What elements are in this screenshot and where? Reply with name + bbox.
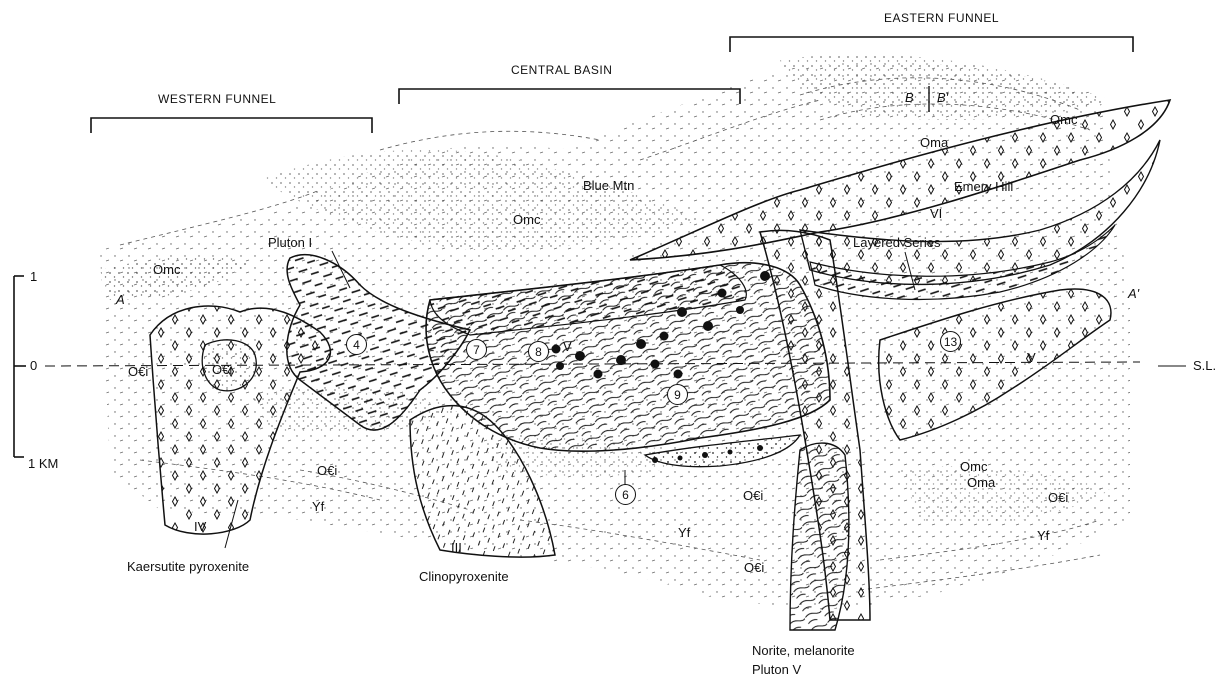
header-eastern-funnel: EASTERN FUNNEL: [884, 12, 999, 24]
locality-marker-8: 8: [528, 341, 549, 362]
unit-oei-6: O€i: [1048, 491, 1068, 504]
scale-bottom-label: 1 KM: [28, 457, 58, 470]
clinopyroxenite-label: Clinopyroxenite: [419, 570, 509, 583]
scale-top-label: 1: [30, 270, 37, 283]
bracket-eastern: [730, 37, 1133, 52]
pluton-numeral-v-right: V: [1027, 351, 1036, 364]
unit-omc-east-low: Omc: [960, 460, 987, 473]
unit-oei-3: O€i: [317, 464, 337, 477]
layered-series-label: Layered Series: [853, 236, 940, 249]
pluton-numeral-iv: IV: [194, 520, 206, 533]
vertical-scale-bar: [14, 276, 26, 457]
pluton-numeral-v-center: V: [563, 340, 572, 353]
unit-oei-2: O€i: [212, 363, 232, 376]
section-b-label: B: [905, 91, 914, 104]
locality-marker-4: 4: [346, 334, 367, 355]
section-b-prime-label: B': [937, 91, 948, 104]
unit-yf-1: Yf: [312, 500, 324, 513]
blue-mtn-label: Blue Mtn: [583, 179, 634, 192]
section-a-prime-label: A': [1128, 287, 1139, 300]
unit-oma-low: Oma: [967, 476, 995, 489]
unit-oma-top: Oma: [920, 136, 948, 149]
bracket-western: [91, 118, 372, 133]
locality-marker-7: 7: [466, 339, 487, 360]
kaersutite-label: Kaersutite pyroxenite: [127, 560, 249, 573]
locality-marker-9: 9: [667, 384, 688, 405]
unit-omc-east-top: Omc: [1050, 113, 1077, 126]
unit-oei-1: O€i: [128, 365, 148, 378]
sea-level-label: S.L.: [1193, 359, 1216, 372]
pluton-numeral-iii: III: [451, 541, 462, 554]
pluton-i-label: Pluton I: [268, 236, 312, 249]
unit-omc-west: Omc: [153, 263, 180, 276]
unit-oei-5: O€i: [744, 561, 764, 574]
pluton-v-label: Pluton V: [752, 663, 801, 676]
unit-yf-3: Yf: [1037, 529, 1049, 542]
section-a-label: A: [116, 293, 125, 306]
pluton-v-lower: [790, 443, 849, 630]
scale-zero-label: 0: [30, 359, 37, 372]
pluton-numeral-vi: VI: [930, 207, 942, 220]
unit-oei-4: O€i: [743, 489, 763, 502]
header-western-funnel: WESTERN FUNNEL: [158, 93, 276, 105]
norite-label: Norite, melanorite: [752, 644, 855, 657]
unit-yf-2: Yf: [678, 526, 690, 539]
locality-marker-13: 13: [940, 331, 961, 352]
unit-omc-blue: Omc: [513, 213, 540, 226]
emery-hill-label: Emery Hill: [954, 180, 1013, 193]
header-central-basin: CENTRAL BASIN: [511, 64, 612, 76]
locality-marker-6: 6: [615, 484, 636, 505]
bracket-central: [399, 89, 740, 104]
